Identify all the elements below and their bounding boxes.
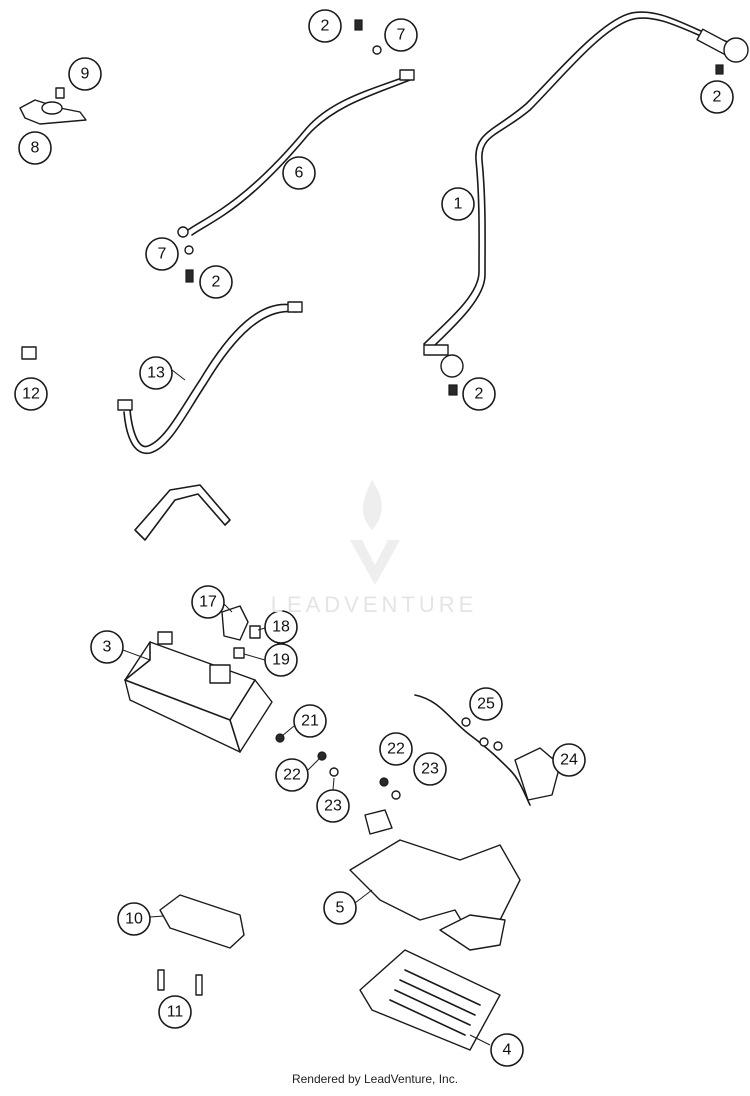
callout-9: 9 — [68, 57, 102, 91]
callout-1: 1 — [441, 187, 475, 221]
svg-text:2: 2 — [713, 89, 722, 106]
part-11-screws — [157, 969, 203, 996]
part-6-cable — [177, 69, 415, 238]
svg-text:21: 21 — [301, 713, 319, 730]
callout-23b: 23 — [413, 752, 447, 786]
callout-21: 21 — [293, 704, 327, 738]
part-5-bracket — [349, 809, 521, 951]
svg-text:22: 22 — [387, 741, 405, 758]
svg-text:4: 4 — [503, 1042, 512, 1059]
callout-2c: 2 — [199, 265, 233, 299]
callout-10: 10 — [117, 902, 151, 936]
part-10-cover — [159, 894, 245, 949]
svg-text:19: 19 — [272, 652, 290, 669]
svg-text:1: 1 — [454, 196, 463, 213]
callout-4: 4 — [490, 1033, 524, 1067]
callout-19: 19 — [264, 643, 298, 677]
svg-text:23: 23 — [421, 761, 439, 778]
svg-text:22: 22 — [283, 767, 301, 784]
svg-text:7: 7 — [158, 246, 167, 263]
svg-text:17: 17 — [199, 594, 217, 611]
callout-2a: 2 — [308, 9, 342, 43]
svg-text:2: 2 — [475, 386, 484, 403]
svg-text:8: 8 — [31, 140, 40, 157]
part-24-connector — [414, 694, 561, 806]
svg-text:7: 7 — [397, 27, 406, 44]
part-12-relay — [21, 346, 37, 360]
callout-18: 18 — [264, 610, 298, 644]
part-3-battery — [124, 631, 273, 753]
svg-text:23: 23 — [324, 798, 342, 815]
svg-text:6: 6 — [295, 165, 304, 182]
footer-credit: Rendered by LeadVenture, Inc. — [291, 1072, 459, 1086]
callout-6: 6 — [282, 156, 316, 190]
callout-22a: 22 — [275, 758, 309, 792]
part-8-clip — [19, 87, 87, 125]
callout-17: 17 — [191, 585, 225, 619]
callout-2d: 2 — [462, 377, 496, 411]
callout-8: 8 — [18, 131, 52, 165]
callout-13: 13 — [139, 356, 173, 390]
part-13-cable — [117, 301, 303, 454]
svg-text:11: 11 — [167, 1004, 184, 1021]
callout-3: 3 — [90, 630, 124, 664]
watermark-logo — [350, 480, 400, 585]
leader-lines — [122, 369, 491, 1046]
callout-22b: 22 — [379, 732, 413, 766]
bracket — [134, 484, 231, 541]
callout-24: 24 — [552, 743, 586, 777]
svg-text:10: 10 — [125, 911, 143, 928]
callout-25: 25 — [469, 687, 503, 721]
callout-11: 11 — [158, 995, 192, 1029]
watermark-brand: LEADVENTURE — [271, 592, 478, 617]
svg-text:12: 12 — [22, 386, 40, 403]
svg-text:24: 24 — [560, 752, 578, 769]
part-4-regulator — [359, 949, 501, 1051]
svg-text:18: 18 — [272, 619, 290, 636]
svg-text:9: 9 — [81, 66, 90, 83]
svg-text:2: 2 — [212, 274, 221, 291]
callout-2b: 2 — [700, 80, 734, 114]
callout-7a: 7 — [384, 18, 418, 52]
callout-5: 5 — [323, 891, 357, 925]
part-1-cable — [423, 11, 749, 378]
svg-text:25: 25 — [477, 696, 495, 713]
svg-text:5: 5 — [336, 900, 345, 917]
svg-text:13: 13 — [147, 365, 165, 382]
callout-23a: 23 — [316, 789, 350, 823]
callout-7b: 7 — [145, 237, 179, 271]
svg-text:3: 3 — [103, 639, 112, 656]
part-17-holder — [221, 605, 261, 659]
svg-text:2: 2 — [321, 18, 330, 35]
callout-12: 12 — [14, 377, 48, 411]
fasteners — [184, 19, 724, 800]
